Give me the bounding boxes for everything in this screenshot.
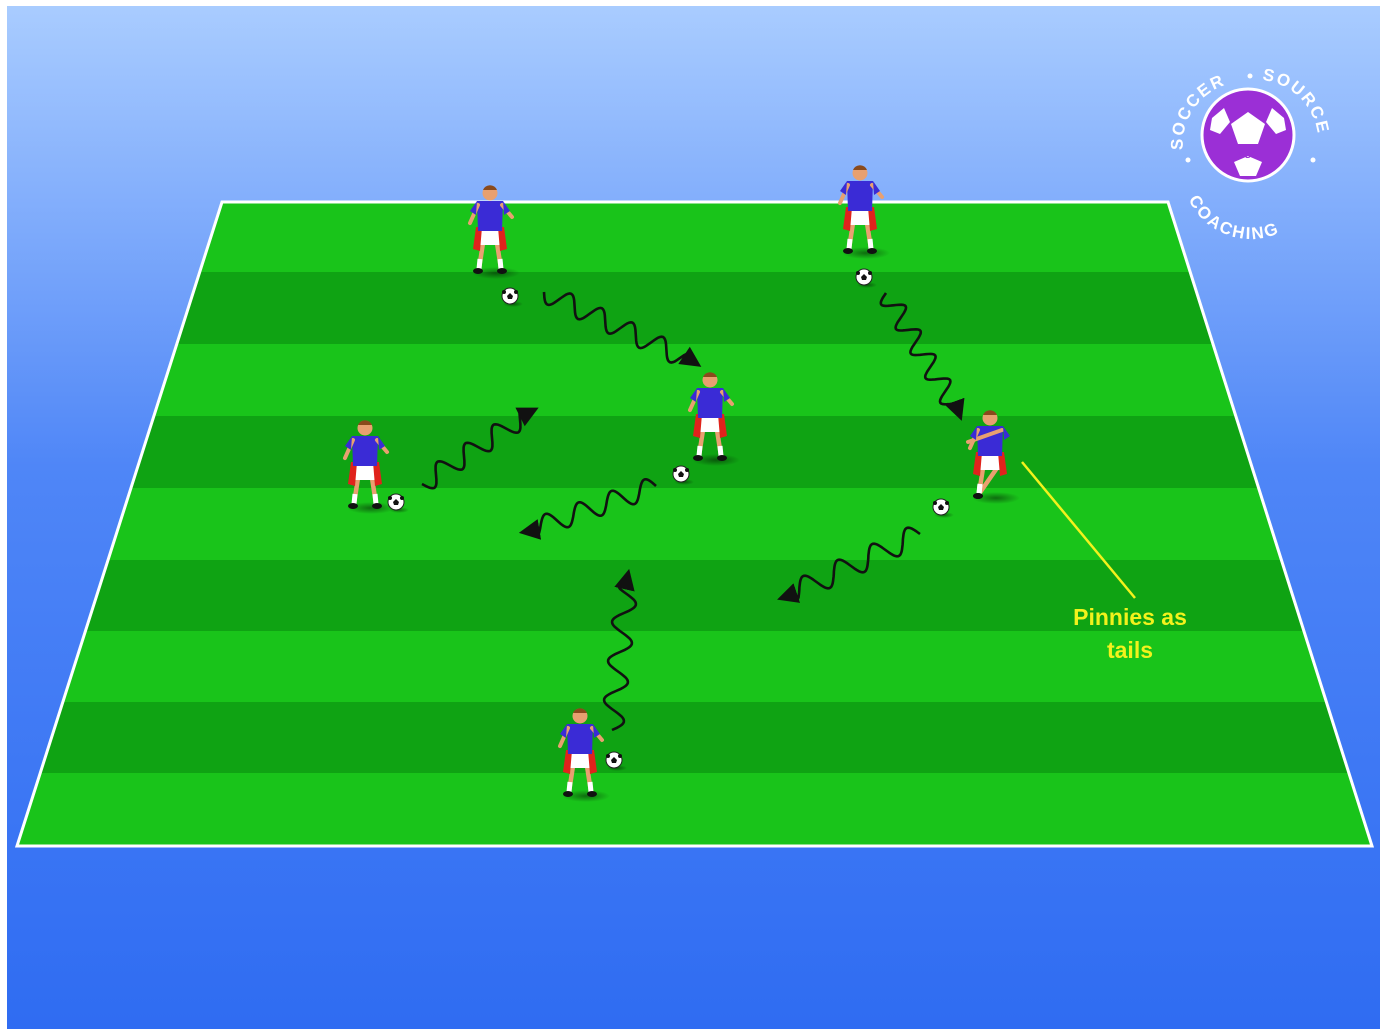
pitch-stripe xyxy=(0,416,1387,488)
annotation-label-line1: Pinnies as xyxy=(1073,604,1187,630)
pitch-stripe xyxy=(0,272,1387,344)
pitch-stripe xyxy=(0,702,1387,773)
logo-ball-icon: SSC xyxy=(1202,89,1294,181)
logo-ball-badge: SSC xyxy=(1239,150,1258,160)
pitch-stripe xyxy=(0,773,1387,846)
pitch xyxy=(0,202,1387,846)
pitch-stripe xyxy=(0,631,1387,702)
pitch-stripe xyxy=(0,488,1387,560)
annotation-label-line2: tails xyxy=(1107,637,1153,663)
